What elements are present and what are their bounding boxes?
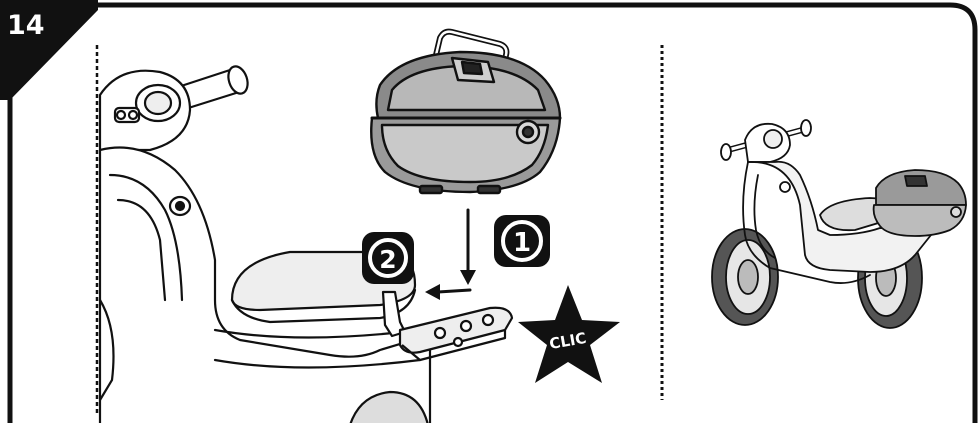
- step-badge-1: 1: [494, 215, 550, 267]
- top-case-icon: [371, 32, 560, 193]
- step-tab: 14: [0, 0, 98, 100]
- step-number: 14: [7, 10, 45, 41]
- badge-1-label: 1: [513, 228, 531, 258]
- ride-on-scooter-icon: [712, 120, 966, 328]
- mounting-plate-icon: [400, 308, 512, 360]
- starburst-icon: CLIC: [518, 285, 620, 383]
- step-badge-2: 2: [362, 232, 414, 284]
- arrow-icon-horizontal: [425, 284, 470, 300]
- badge-2-label: 2: [379, 245, 396, 274]
- arrow-icon: [460, 210, 476, 285]
